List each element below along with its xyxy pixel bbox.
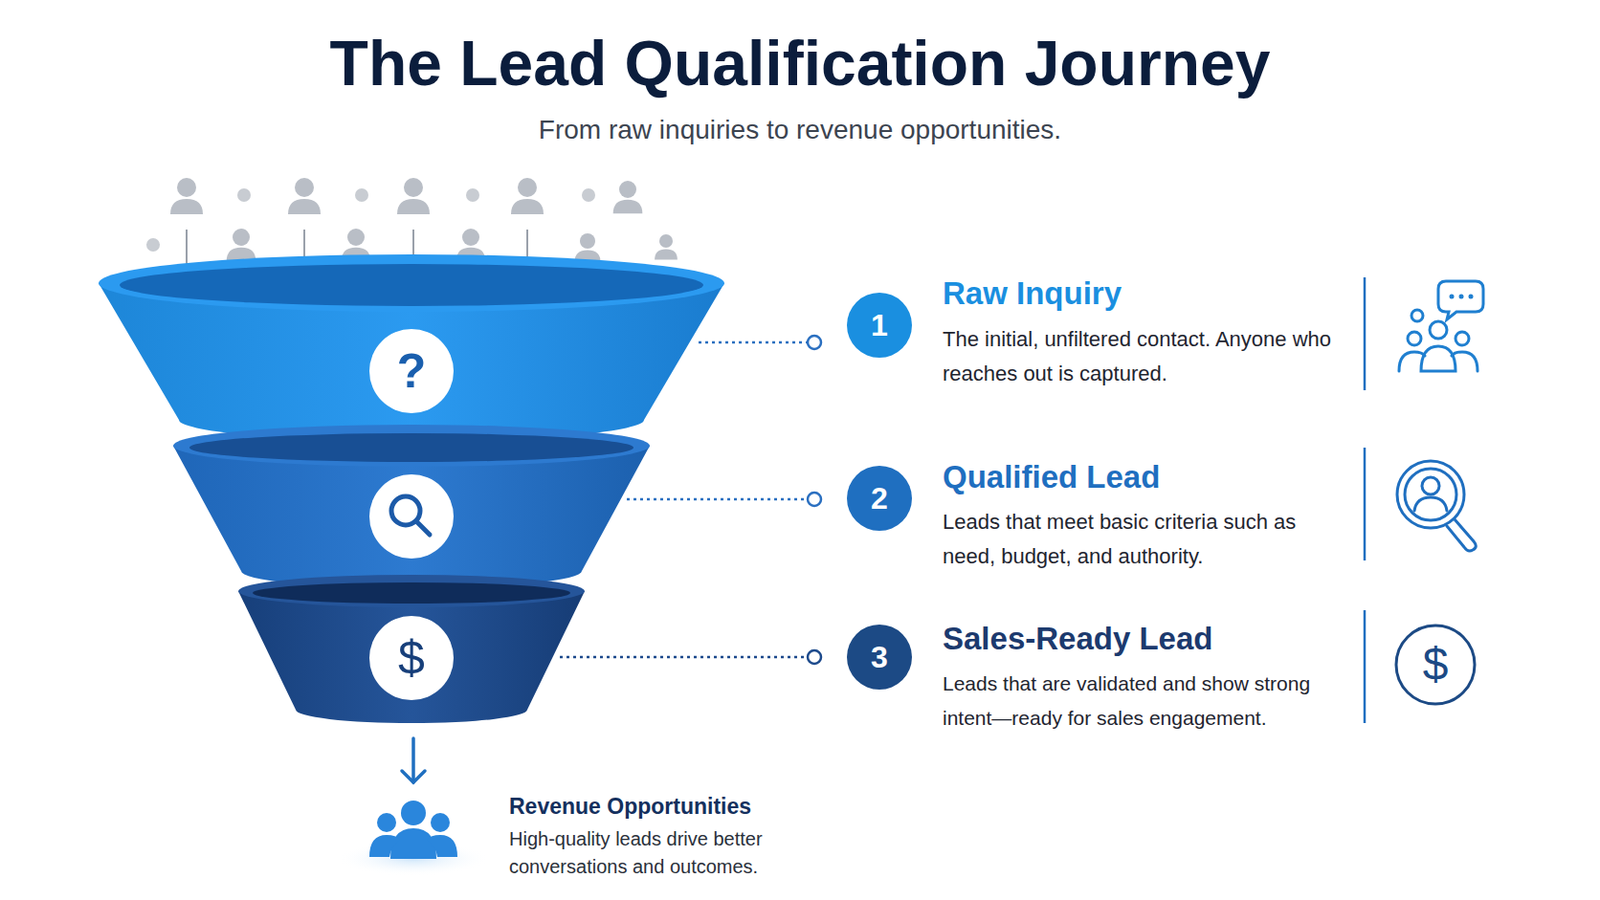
funnel-opening (119, 264, 704, 307)
funnel-opening (252, 582, 571, 604)
icon-glyph: $ (1397, 626, 1474, 704)
callout-number: 1 (870, 308, 889, 344)
outcome-heading: Revenue Opportunities (509, 792, 835, 822)
inquiry-dot (581, 188, 596, 202)
funnel-band (238, 591, 585, 724)
callout-number: 3 (870, 640, 889, 676)
dividers (1363, 277, 1367, 724)
revenue-people-icon (369, 800, 458, 860)
funnel-opening (189, 433, 634, 463)
inquiry-dot (146, 238, 160, 252)
inquiry-dot (355, 188, 369, 202)
step-number-circle: 2 (846, 466, 912, 532)
person-head (462, 228, 480, 246)
icon-circle (369, 616, 454, 701)
step-description: The initial, unfiltered contact. Anyone … (942, 322, 1345, 392)
person-body (654, 248, 678, 260)
step-description: Leads that are validated and show strong… (942, 666, 1355, 736)
callout-number: 2 (870, 481, 889, 517)
magnifier-icon (391, 496, 430, 535)
person-head (619, 180, 637, 199)
person-head (517, 177, 537, 198)
person-head (659, 234, 673, 248)
inquiry-dot (466, 188, 480, 202)
person-head (232, 228, 250, 246)
funnel-band (173, 445, 650, 589)
funnel-rim (98, 254, 725, 312)
funnel-rim (173, 424, 650, 467)
dollar-icon-ring (1396, 625, 1475, 705)
person-body (613, 200, 644, 214)
subtitle: From raw inquiries to revenue opportunit… (0, 112, 1600, 148)
person-body (397, 199, 430, 215)
people-chat-icon (1399, 281, 1484, 372)
person-body (288, 199, 321, 215)
down-arrow (401, 738, 425, 783)
person-head (347, 228, 365, 246)
person-head (294, 177, 314, 198)
icon-glyph: $ (369, 616, 454, 701)
icon-glyph: ? (369, 329, 454, 414)
funnel-rim (238, 575, 585, 608)
person-head (403, 177, 423, 198)
person-head (177, 177, 197, 198)
icon-circle (369, 474, 454, 559)
person-body (170, 199, 203, 215)
leader-lines (559, 335, 822, 665)
step-heading: Qualified Lead (942, 458, 1355, 497)
icon-circle (369, 329, 454, 414)
step-heading: Sales-Ready Lead (942, 620, 1355, 659)
step-description: Leads that meet basic criteria such as n… (942, 505, 1297, 575)
diagram-title: The Lead Qualification Journey (0, 24, 1600, 102)
inquiry-dot (237, 188, 251, 202)
outcome-description: High-quality leads drive better conversa… (509, 825, 787, 882)
search-person-icon (1397, 461, 1476, 552)
step-number-circle: 3 (846, 624, 912, 690)
chat-dots (1449, 294, 1474, 300)
step-heading: Raw Inquiry (942, 274, 1355, 313)
person-body (511, 199, 544, 215)
step-number-circle: 1 (846, 292, 912, 358)
person-head (579, 233, 596, 249)
